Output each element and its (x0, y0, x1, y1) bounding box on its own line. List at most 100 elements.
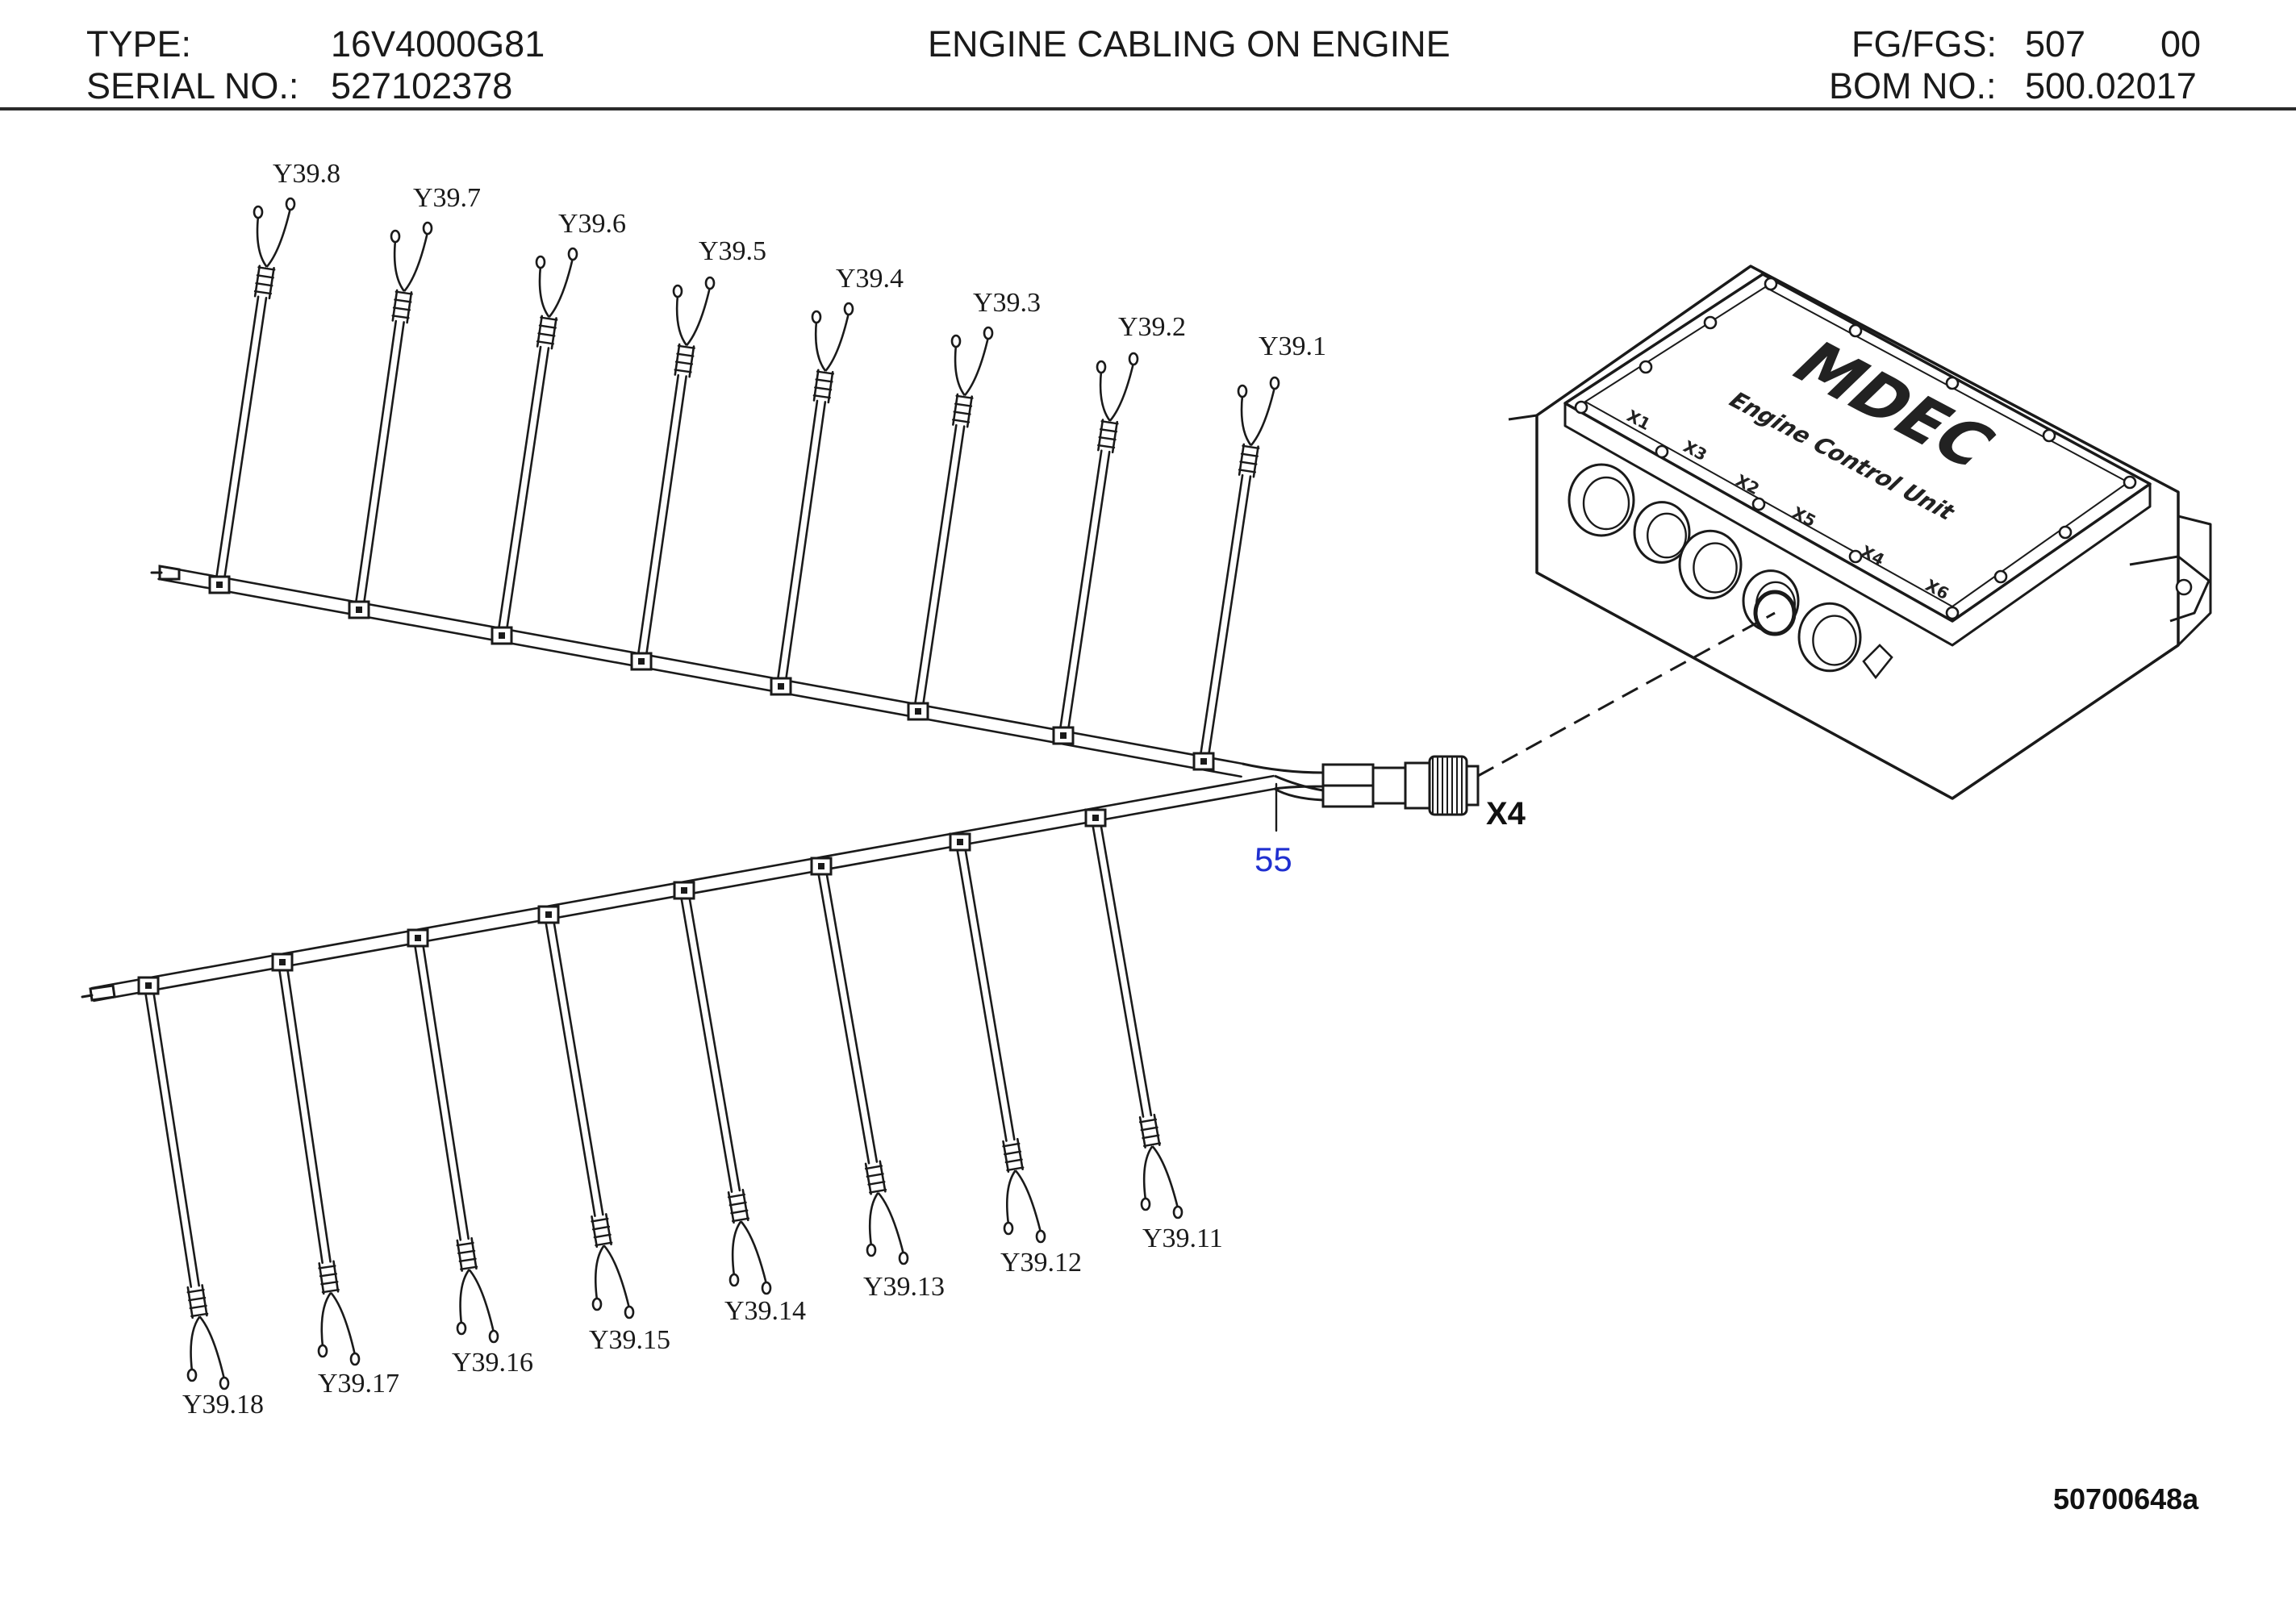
connector-label: Y39.16 (452, 1348, 533, 1378)
lower-dropper-13-ring-2 (458, 1257, 477, 1263)
lower-clip-11 (137, 976, 160, 995)
lower-dropper-16-terminal-a (866, 1243, 877, 1257)
upper-dropper-1-lead-a (256, 215, 268, 268)
upper-dropper-8-ring-0 (1238, 469, 1257, 473)
lower-dropper-17-lead-b (1014, 1169, 1042, 1233)
upper-dropper-8-tube-edge-a (1206, 475, 1252, 764)
upper-dropper-4-tube-edge-a (644, 375, 687, 664)
upper-dropper-8-lead-b (1250, 386, 1276, 447)
connector-label: Y39.6 (558, 209, 626, 239)
upper-dropper-2-ring-3 (394, 290, 413, 295)
lower-clip-13-core (415, 935, 421, 941)
upper-dropper-2-ring-0 (391, 315, 410, 319)
upper-dropper-5-ring-2 (815, 378, 833, 383)
upper-clip-5-core (778, 683, 784, 690)
cable-harness (81, 197, 1776, 1390)
lower-clip-18-core (1092, 815, 1099, 821)
lower-dropper-13-lead-b (468, 1269, 495, 1333)
lower-dropper-16-lead-b (877, 1191, 905, 1255)
upper-dropper-2-tube-edge-b (353, 319, 398, 611)
lower-dropper-18-ring-1 (1140, 1126, 1158, 1132)
upper-dropper-7-tube-edge-b (1058, 449, 1103, 736)
connector-label: Y39.4 (836, 264, 904, 294)
lower-dropper-11-tube-edge-b (151, 983, 200, 1287)
socket-inner (1646, 512, 1687, 559)
lower-dropper-15-ring-1 (728, 1201, 747, 1207)
ecu-bolt-6 (1945, 376, 1960, 390)
lower-dropper-14-lead-a (594, 1244, 605, 1301)
lower-trunk-end-cap (89, 984, 116, 1002)
lower-clip-18 (1084, 808, 1107, 828)
upper-clip-3 (491, 626, 513, 645)
type-label: TYPE: (86, 23, 192, 65)
connector-label: Y39.17 (318, 1369, 399, 1399)
lower-dropper-14-tube-edge-a (543, 914, 596, 1217)
connector-label: Y39.3 (973, 288, 1041, 318)
lower-dropper-12-terminal-a (317, 1344, 328, 1358)
upper-clip-4 (630, 652, 653, 671)
lower-clip-15-core (681, 887, 687, 894)
lower-dropper-15-lead-a (731, 1220, 742, 1277)
upper-dropper-6-ring-0 (952, 419, 971, 423)
lower-dropper-15-terminal-b (761, 1281, 772, 1295)
lower-dropper-13-terminal-a (456, 1321, 467, 1336)
upper-dropper-3-ring-1 (537, 332, 556, 337)
lower-dropper-17-terminal-b (1035, 1229, 1046, 1244)
upper-clip-7 (1052, 726, 1075, 745)
upper-dropper-2-ring-2 (394, 298, 412, 303)
upper-dropper-8-tube-edge-b (1198, 473, 1244, 762)
lower-dropper-17-ring-0 (1002, 1142, 1021, 1148)
ecu-bolt-3 (1703, 315, 1718, 330)
upper-dropper-3-terminal-a (535, 255, 546, 269)
upper-dropper-3-tube-edge-a (504, 347, 550, 638)
upper-dropper-1-terminal-b (285, 197, 296, 211)
lower-dropper-18 (1090, 815, 1183, 1219)
plug-face (1465, 765, 1480, 807)
upper-dropper-2-terminal-b (422, 221, 433, 236)
upper-dropper-8 (1198, 376, 1280, 764)
upper-dropper-3-terminal-b (567, 247, 578, 261)
upper-dropper-5-lead-b (824, 312, 850, 372)
connector-labels: Y39.8Y39.7Y39.6Y39.5Y39.4Y39.3Y39.2Y39.1… (182, 159, 1526, 1419)
upper-dropper-5-ring-1 (814, 386, 833, 391)
upper-clip-2 (348, 600, 370, 619)
plug-label: X4 (1486, 796, 1526, 832)
upper-dropper-8-ring-3 (1242, 444, 1260, 449)
ecu-bolt-5 (1848, 323, 1863, 338)
lower-dropper-18-terminal-b (1172, 1205, 1183, 1219)
upper-dropper-6-ring-1 (953, 411, 971, 415)
upper-dropper-7-ring-3 (1100, 420, 1119, 425)
upper-dropper-4 (636, 276, 716, 664)
upper-dropper-4-lead-b (686, 286, 712, 347)
lower-dropper-16-ring-1 (866, 1173, 884, 1178)
upper-clip-4-core (638, 658, 645, 665)
page-title: ENGINE CABLING ON ENGINE (928, 23, 1451, 65)
upper-dropper-4-ring-0 (674, 369, 692, 373)
upper-dropper-7-ring-1 (1098, 436, 1117, 441)
upper-dropper-1-tube (214, 295, 268, 587)
upper-dropper-5 (775, 302, 854, 688)
upper-dropper-1-ring-3 (257, 266, 276, 271)
ecu-lid-edge (1563, 403, 2152, 647)
upper-clip-8 (1192, 752, 1215, 771)
lower-dropper-18-tube (1090, 815, 1153, 1118)
lower-dropper-18-lead-b (1151, 1145, 1179, 1209)
lower-dropper-16-tube-edge-a (816, 865, 870, 1165)
upper-dropper-3 (496, 247, 578, 638)
upper-clip-7-core (1060, 732, 1067, 739)
upper-dropper-8-terminal-b (1269, 376, 1280, 390)
upper-dropper-3-ring-0 (536, 340, 555, 345)
fg-suffix: 00 (2160, 23, 2202, 65)
upper-dropper-4-ring-1 (674, 361, 694, 365)
upper-dropper-5-terminal-a (811, 310, 822, 324)
ecu-bolt-2 (1639, 360, 1653, 374)
lower-dropper-15-lead-b (740, 1220, 768, 1285)
upper-dropper-6-ring-2 (954, 402, 973, 407)
lower-dropper-12-tube-edge-b (285, 960, 332, 1263)
fg-value: 507 (2025, 23, 2086, 65)
ecu-mounting-hole (2175, 578, 2193, 596)
lower-dropper-16-ring-2 (867, 1181, 886, 1186)
drawing-number: 50700648a (2053, 1482, 2199, 1515)
lower-dropper-15 (678, 888, 772, 1295)
upper-dropper-2-terminal-a (390, 229, 401, 244)
